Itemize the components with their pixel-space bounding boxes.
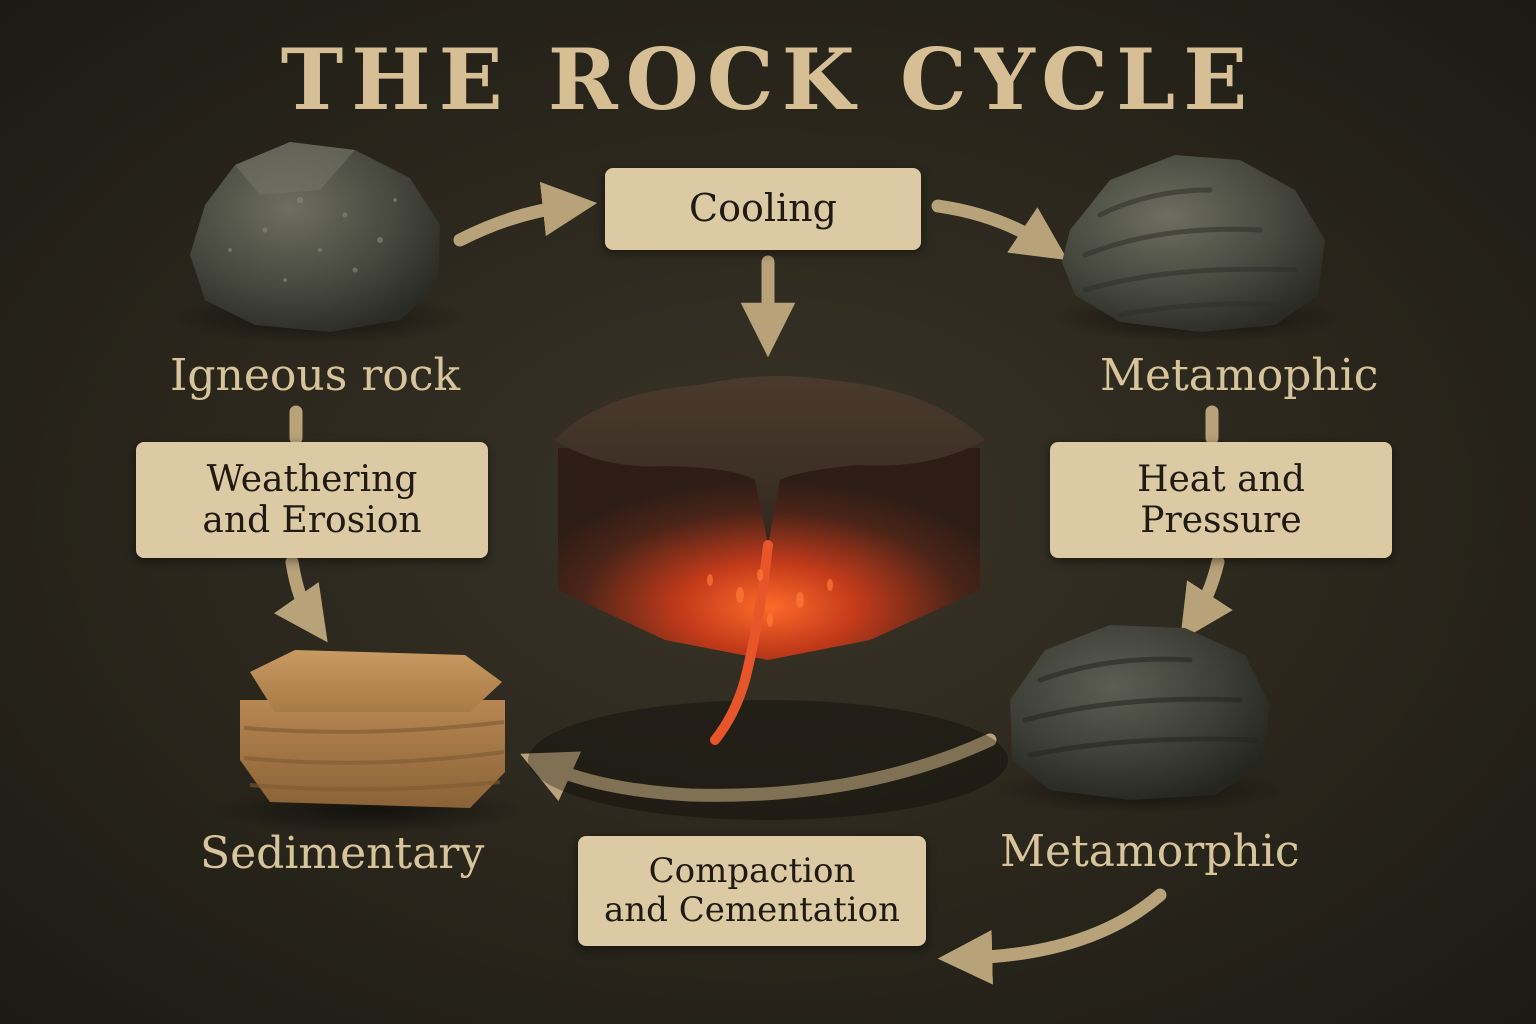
compaction-label-line1: Compaction: [648, 850, 856, 891]
diagram-title: THE ROCK CYCLE: [280, 30, 1256, 129]
arrow-metamorphic-bottom-loop: [937, 888, 1167, 985]
arrow-cooling-to-metamorphic: [931, 199, 1068, 261]
arrow-heat-to-metamorphic: [1180, 555, 1233, 641]
arrow-igneous-to-cooling: [453, 181, 598, 247]
cooling-box: Cooling: [605, 168, 921, 250]
metamorphic-bottom-label: Metamorphic: [1000, 826, 1300, 877]
weathering-label-line2: and Erosion: [202, 500, 422, 541]
sedimentary-label: Sedimentary: [200, 828, 485, 879]
metamorphic-rock-bottom-image: [990, 625, 1290, 814]
igneous-rock-image: [168, 142, 468, 344]
compaction-cementation-box: Compaction and Cementation: [578, 836, 926, 946]
compaction-label-line2: and Cementation: [604, 890, 900, 930]
metamorphic-rock-top-image: [1048, 155, 1348, 342]
arrow-weathering-to-sedimentary: [273, 555, 328, 643]
heat-label-line1: Heat and: [1137, 458, 1305, 500]
cooling-label: Cooling: [689, 186, 837, 231]
weathering-erosion-box: Weathering and Erosion: [136, 442, 488, 558]
igneous-rock-label: Igneous rock: [170, 350, 461, 401]
weathering-label-line1: Weathering: [206, 458, 418, 500]
arrow-metamorphic-to-sedimentary: [520, 733, 997, 802]
heat-label-line2: Pressure: [1140, 500, 1302, 541]
heat-pressure-box: Heat and Pressure: [1050, 442, 1392, 558]
cycle-arrows: [273, 181, 1233, 985]
metamorphic-top-label: Metamophic: [1100, 350, 1379, 401]
magma-block-image: [528, 376, 1008, 820]
sedimentary-rock-image: [210, 650, 530, 834]
